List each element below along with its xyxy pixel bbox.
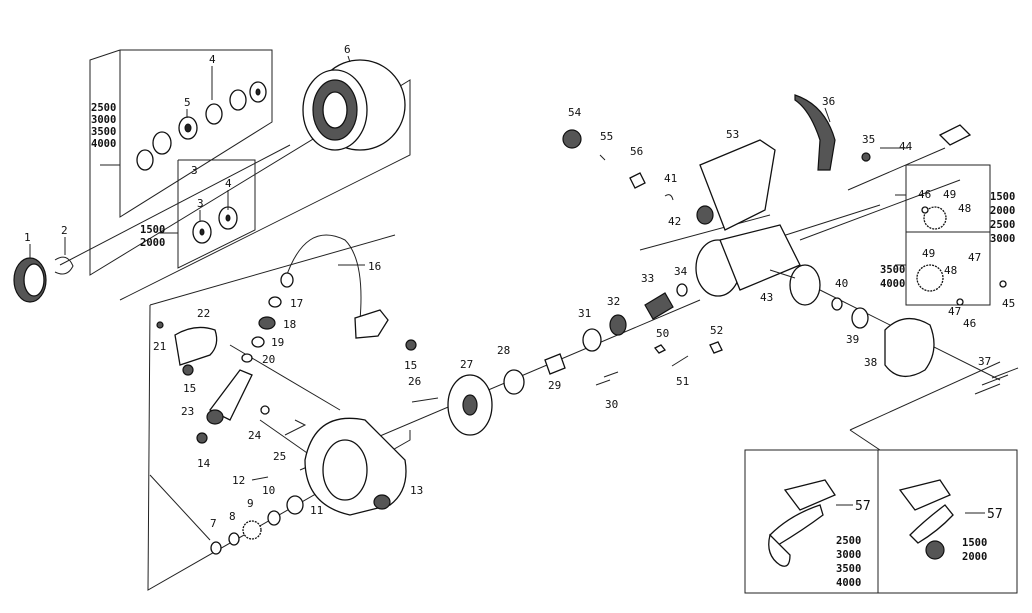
part-label: 18 <box>283 318 296 331</box>
part-label: 23 <box>181 405 194 418</box>
part-label: 33 <box>641 272 654 285</box>
size-label: 2500 <box>990 219 1015 231</box>
part-label: 29 <box>548 379 561 392</box>
part-label: 47 <box>968 251 981 264</box>
size-label: 4000 <box>91 138 116 150</box>
part-label: 32 <box>607 295 620 308</box>
part-label: 37 <box>978 355 991 368</box>
size-label: 4000 <box>880 278 905 290</box>
part-label: 51 <box>676 375 689 388</box>
part-label: 22 <box>197 307 210 320</box>
part-label: 20 <box>262 353 275 366</box>
body-drawing <box>695 139 801 297</box>
part-label: 5 <box>184 96 191 109</box>
part-label: 54 <box>568 106 582 119</box>
group-frames <box>59 49 1018 594</box>
part-label: 3 <box>191 164 198 177</box>
size-label: 2000 <box>140 237 165 249</box>
part-label: 42 <box>668 215 681 228</box>
part-label: 50 <box>656 327 669 340</box>
part-label: 46 <box>963 317 976 330</box>
part-label: 56 <box>630 145 643 158</box>
part-label: 10 <box>262 484 275 497</box>
size-label: 4000 <box>836 577 861 589</box>
part-label: 31 <box>578 307 591 320</box>
part-label: 1 <box>24 231 31 244</box>
part-label: 6 <box>344 43 351 56</box>
part-label: 26 <box>408 375 421 388</box>
part-label: 45 <box>1002 297 1015 310</box>
part-label: 2 <box>61 224 68 237</box>
drawn-parts <box>13 59 1019 567</box>
leader-lines <box>29 55 985 514</box>
part-label: 4 <box>225 177 232 190</box>
handle-small-drawing <box>898 479 954 560</box>
part-label: 57 <box>987 507 1003 522</box>
part-label: 3 <box>197 197 204 210</box>
part-label: 39 <box>846 333 859 346</box>
part-label: 16 <box>368 260 381 273</box>
part-label: 7 <box>210 517 217 530</box>
part-label: 43 <box>760 291 773 304</box>
part-label: 4 <box>209 53 216 66</box>
part-label: 36 <box>822 95 835 108</box>
part-label: 35 <box>862 133 875 146</box>
part-label: 15 <box>404 359 417 372</box>
size-label: 1500 <box>990 191 1015 203</box>
part-label: 11 <box>310 504 323 517</box>
part-label: 28 <box>497 344 510 357</box>
part-label: 49 <box>943 188 956 201</box>
part-label: 13 <box>410 484 423 497</box>
part-label: 19 <box>271 336 284 349</box>
size-label: 2000 <box>990 205 1015 217</box>
size-labels: 2500 3000 3500 4000 1500 2000 1500 2000 … <box>91 102 1015 589</box>
part-label: 17 <box>290 297 303 310</box>
part-label: 44 <box>899 140 913 153</box>
part-label: 46 <box>918 188 931 201</box>
part-label: 21 <box>153 340 166 353</box>
size-label: 3500 <box>91 126 116 138</box>
part-label: 27 <box>460 358 473 371</box>
part-label: 55 <box>600 130 613 143</box>
part-labels: 1 2 3 3 4 4 5 6 7 8 9 10 11 12 13 14 15 … <box>24 43 1015 530</box>
part-label: 40 <box>835 277 848 290</box>
part-label: 8 <box>229 510 236 523</box>
part-label: 48 <box>944 264 957 277</box>
part-label: 41 <box>664 172 677 185</box>
part-label: 57 <box>855 499 871 514</box>
size-label: 3000 <box>836 549 861 561</box>
part-label: 53 <box>726 128 739 141</box>
part-6-spool-drawing <box>302 59 406 151</box>
size-label: 3500 <box>880 264 905 276</box>
part-13-rotor-drawing <box>304 417 407 516</box>
size-label: 3500 <box>836 563 861 575</box>
part-label: 48 <box>958 202 971 215</box>
part-label: 14 <box>197 457 211 470</box>
part-label: 49 <box>922 247 935 260</box>
part-label: 34 <box>674 265 688 278</box>
size-label: 1500 <box>140 224 165 236</box>
size-label: 3000 <box>990 233 1015 245</box>
part-1-drawing <box>13 257 47 303</box>
part-label: 38 <box>864 356 877 369</box>
part-label: 12 <box>232 474 245 487</box>
part-label: 30 <box>605 398 618 411</box>
size-label: 2000 <box>962 551 987 563</box>
part-label: 24 <box>248 429 262 442</box>
size-label: 2500 <box>836 535 861 547</box>
size-label: 2500 <box>91 102 116 114</box>
part-label: 15 <box>183 382 196 395</box>
part-label: 47 <box>948 305 961 318</box>
size-label: 1500 <box>962 537 987 549</box>
size-label: 3000 <box>91 114 116 126</box>
handle-large-drawing <box>768 479 836 567</box>
part-label: 9 <box>247 497 254 510</box>
part-label: 52 <box>710 324 723 337</box>
part-label: 25 <box>273 450 286 463</box>
